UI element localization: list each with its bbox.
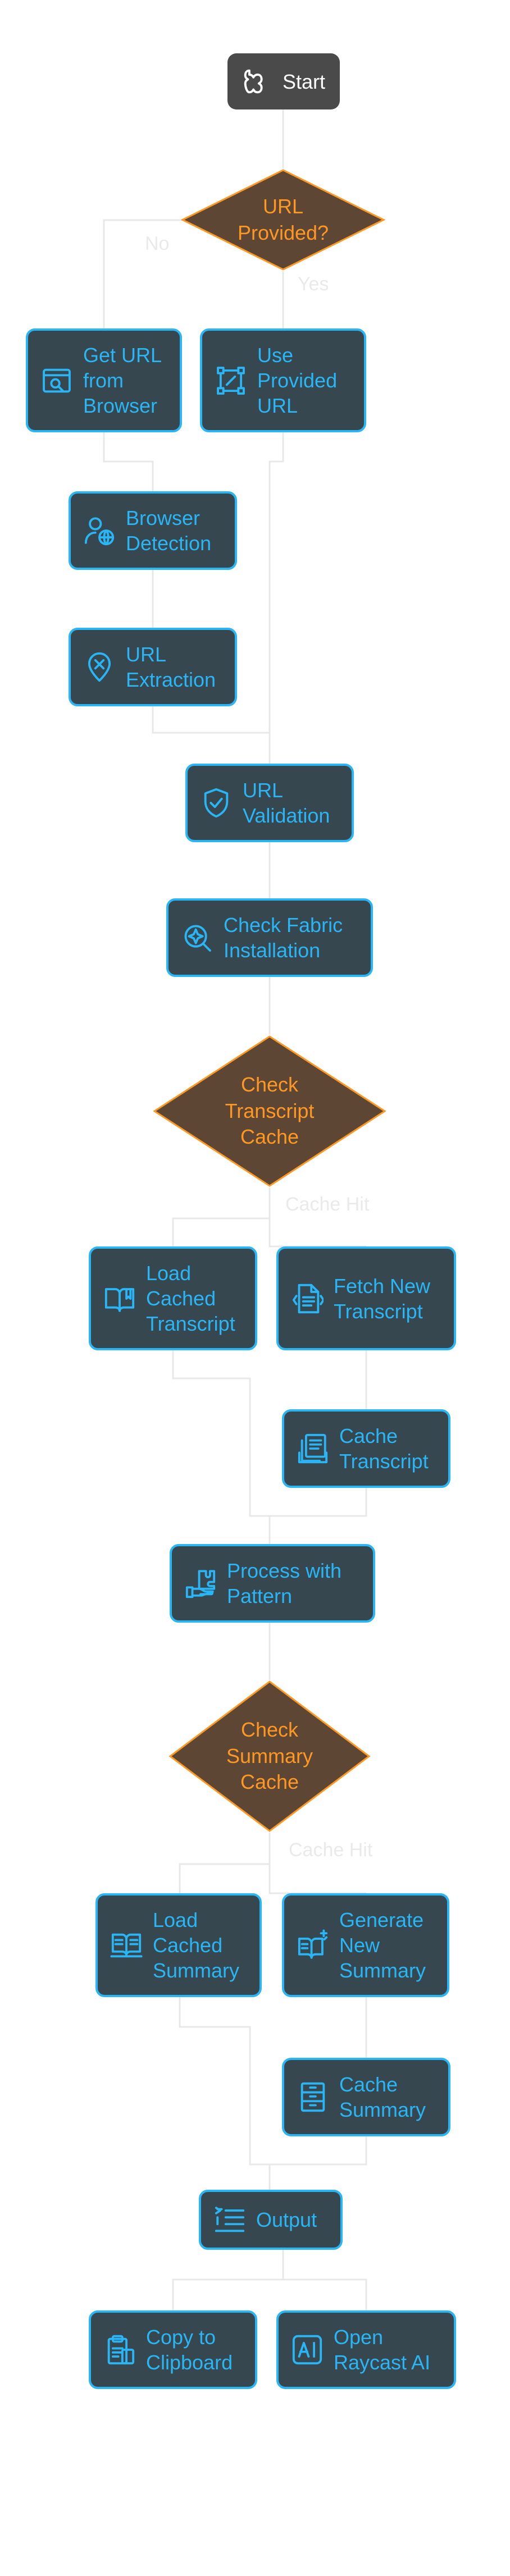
shield-check-icon [200, 787, 233, 819]
decision-url-provided-label: URL Provided? [237, 194, 329, 244]
start-node: Start [227, 53, 340, 109]
node-open-raycast-label: Open Raycast AI [334, 2326, 431, 2374]
node-browser-detection-label: Browser Detection [126, 506, 212, 555]
node-url-validation-label: URL Validation [243, 779, 330, 827]
node-open-raycast-ai: Open Raycast AI [276, 2310, 456, 2389]
node-load-cached-summary: Load Cached Summary [95, 1893, 262, 1997]
hand-puzzle-icon [184, 1567, 217, 1600]
node-load-cached-transcript: Load Cached Transcript [89, 1246, 257, 1350]
book-icon [103, 1282, 136, 1315]
node-url-extraction-label: URL Extraction [126, 643, 216, 691]
node-use-provided-label: Use Provided URL [257, 344, 338, 417]
browser-search-icon [40, 364, 73, 397]
node-load-cached-summary-label: Load Cached Summary [153, 1908, 240, 1982]
node-copy-to-clipboard-label: Copy to Clipboard [146, 2326, 233, 2374]
edge-label-yes: Yes [298, 273, 329, 295]
gear-search-icon [181, 921, 213, 954]
node-get-url-label: Get URL from Browser [83, 344, 162, 417]
open-book-icon [110, 1929, 143, 1962]
node-cache-summary-label: Cache Summary [339, 2073, 426, 2121]
node-get-url-from-browser: Get URL from Browser [26, 328, 182, 432]
node-browser-detection: Browser Detection [69, 491, 237, 570]
node-generate-new-summary: Generate New Summary [282, 1893, 449, 1997]
node-check-fabric-installation: Check Fabric Installation [166, 898, 373, 977]
node-copy-to-clipboard: Copy to Clipboard [89, 2310, 257, 2389]
node-fetch-new-transcript: Fetch New Transcript [276, 1246, 456, 1350]
node-cache-transcript-label: Cache Transcript [339, 1424, 429, 1473]
node-use-provided-url: Use Provided URL [200, 328, 366, 432]
node-fetch-new-transcript-label: Fetch New Transcript [334, 1274, 431, 1323]
decision-transcript-cache-label: Check Transcript Cache [225, 1072, 315, 1149]
decision-check-summary-cache: Check Summary Cache [169, 1680, 371, 1833]
edge-label-cache-hit-summary: Cache Hit [289, 1839, 373, 1861]
decision-url-provided: URL Provided? [181, 168, 385, 271]
file-code-icon [291, 1282, 324, 1315]
indent-list-icon [213, 2204, 246, 2236]
decision-summary-cache-label: Check Summary Cache [226, 1718, 313, 1794]
location-pin-icon [83, 651, 116, 683]
ai-box-icon [291, 2333, 324, 2366]
edge-label-cache-hit-transcript: Cache Hit [285, 1194, 370, 1215]
node-url-validation: URL Validation [185, 764, 354, 842]
clipboard-icon [103, 2333, 136, 2366]
node-output-label: Output [256, 2208, 317, 2231]
node-url-extraction: URL Extraction [69, 628, 237, 706]
bezier-link-icon [215, 364, 247, 397]
node-cache-transcript: Cache Transcript [282, 1409, 450, 1488]
node-process-with-pattern: Process with Pattern [170, 1544, 375, 1623]
node-load-cached-transcript-label: Load Cached Transcript [146, 1262, 235, 1335]
edge-label-no: No [145, 233, 170, 254]
start-label: Start [283, 70, 326, 93]
shapes-icon [240, 65, 272, 98]
decision-check-transcript-cache: Check Transcript Cache [153, 1035, 386, 1187]
user-globe-icon [83, 514, 116, 547]
node-check-fabric-label: Check Fabric Installation [224, 914, 343, 962]
node-cache-summary: Cache Summary [282, 2058, 450, 2136]
node-process-with-pattern-label: Process with Pattern [227, 1559, 342, 1607]
node-generate-new-summary-label: Generate New Summary [339, 1908, 426, 1982]
node-output: Output [199, 2190, 343, 2250]
cabinet-icon [297, 2081, 329, 2113]
book-sparkle-icon [297, 1929, 329, 1962]
files-stack-icon [297, 1432, 329, 1465]
